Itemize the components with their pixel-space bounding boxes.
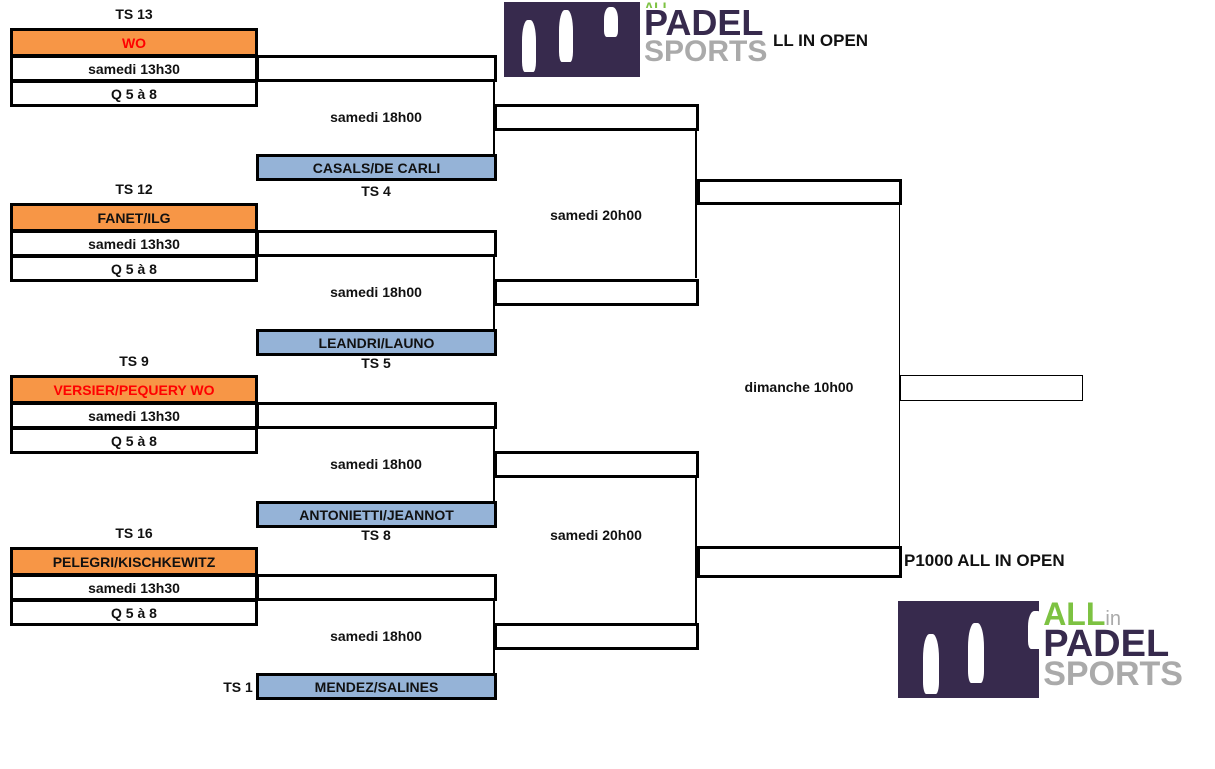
seeded-team: PELEGRI/KISCHKEWITZ (10, 547, 258, 576)
r1-time: samedi 18h00 (330, 628, 422, 644)
r1-winner-slot (256, 574, 497, 601)
qualifier: Q 5 à 8 (10, 599, 258, 626)
final-time: dimanche 10h00 (744, 379, 854, 395)
r2-slot (494, 279, 699, 306)
logo-bottom: ALLin PADEL SPORTS (898, 601, 1183, 698)
seed-label: TS 5 (361, 355, 391, 371)
logo-all: ALLin (1043, 601, 1121, 632)
r1-winner-slot (256, 230, 497, 257)
semi-time: samedi 20h00 (550, 527, 642, 543)
seed-label: TS 16 (115, 525, 153, 541)
logo-sports: SPORTS (1043, 655, 1183, 694)
semi-winner-slot (697, 179, 902, 205)
seed-label: TS 8 (361, 527, 391, 543)
r1-time: samedi 18h00 (330, 109, 422, 125)
logo-padel: PADEL (644, 2, 764, 43)
opponent-team: MENDEZ/SALINES (256, 673, 497, 700)
seed-label: TS 1 (223, 679, 253, 695)
connector (899, 204, 900, 547)
r1-time: samedi 18h00 (330, 284, 422, 300)
match-time: samedi 13h30 (10, 55, 258, 82)
logo-sports: SPORTS (644, 34, 768, 68)
r1-winner-slot (256, 402, 497, 429)
r2-slot (494, 451, 699, 478)
semi-time: samedi 20h00 (550, 207, 642, 223)
r1-time: samedi 18h00 (330, 456, 422, 472)
logo-all: ALL (644, 2, 767, 8)
tournament-title-footer: P1000 ALL IN OPEN (904, 551, 1065, 570)
r2-slot (494, 623, 699, 650)
match-time: samedi 13h30 (10, 230, 258, 257)
connector (695, 475, 697, 626)
opponent-team: CASALS/DE CARLI (256, 154, 497, 181)
qualifier: Q 5 à 8 (10, 427, 258, 454)
final-winner-slot (900, 375, 1083, 401)
match-time: samedi 13h30 (10, 574, 258, 601)
players-image (504, 2, 640, 77)
match-time: samedi 13h30 (10, 402, 258, 429)
r2-slot (494, 104, 699, 131)
tournament-title: LL IN OPEN (773, 31, 869, 50)
opponent-team: ANTONIETTI/JEANNOT (256, 501, 497, 528)
opponent-team: LEANDRI/LAUNO (256, 329, 497, 356)
seeded-team: VERSIER/PEQUERY WO (10, 375, 258, 404)
seeded-team: FANET/ILG (10, 203, 258, 232)
logo-padel: PADEL (1043, 623, 1170, 666)
connector (695, 130, 697, 278)
logo-top: ALL PADEL SPORTS (504, 2, 772, 77)
players-image (898, 601, 1044, 698)
qualifier: Q 5 à 8 (10, 80, 258, 107)
seed-label: TS 12 (115, 181, 153, 197)
seed-label: TS 4 (361, 183, 391, 199)
seed-label: TS 13 (115, 6, 153, 22)
qualifier: Q 5 à 8 (10, 255, 258, 282)
semi-winner-slot (697, 546, 902, 578)
seeded-team: WO (10, 28, 258, 57)
seed-label: TS 9 (119, 353, 149, 369)
r1-winner-slot (256, 55, 497, 82)
